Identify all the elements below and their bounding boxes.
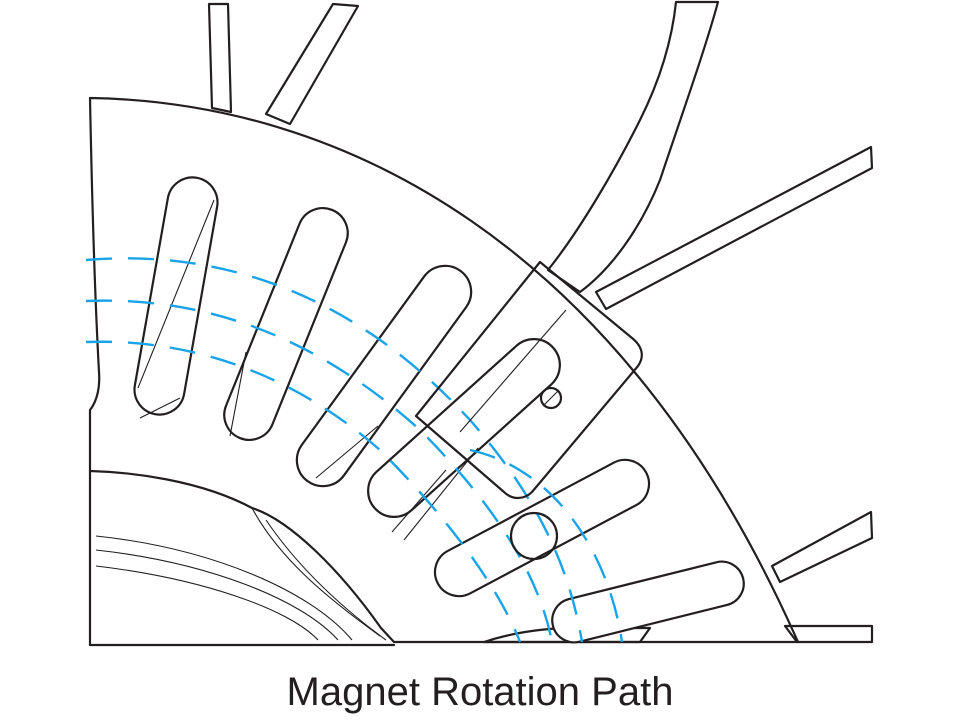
magnet-holder xyxy=(414,260,643,500)
magnet xyxy=(509,511,559,561)
slot-2 xyxy=(223,207,349,441)
rotor-body xyxy=(88,96,800,644)
diagram-caption: Magnet Rotation Path xyxy=(286,670,674,714)
magnet-arm xyxy=(546,0,720,294)
inner-hub xyxy=(88,469,396,647)
rotor-slots xyxy=(133,176,745,644)
background-spokes xyxy=(207,2,874,644)
slot-3 xyxy=(295,264,473,488)
slot-hatching xyxy=(137,199,479,541)
slot-6 xyxy=(551,560,745,644)
holder-screw xyxy=(539,386,563,410)
slot-1 xyxy=(133,176,219,416)
magnet-rotation-path xyxy=(85,257,624,643)
